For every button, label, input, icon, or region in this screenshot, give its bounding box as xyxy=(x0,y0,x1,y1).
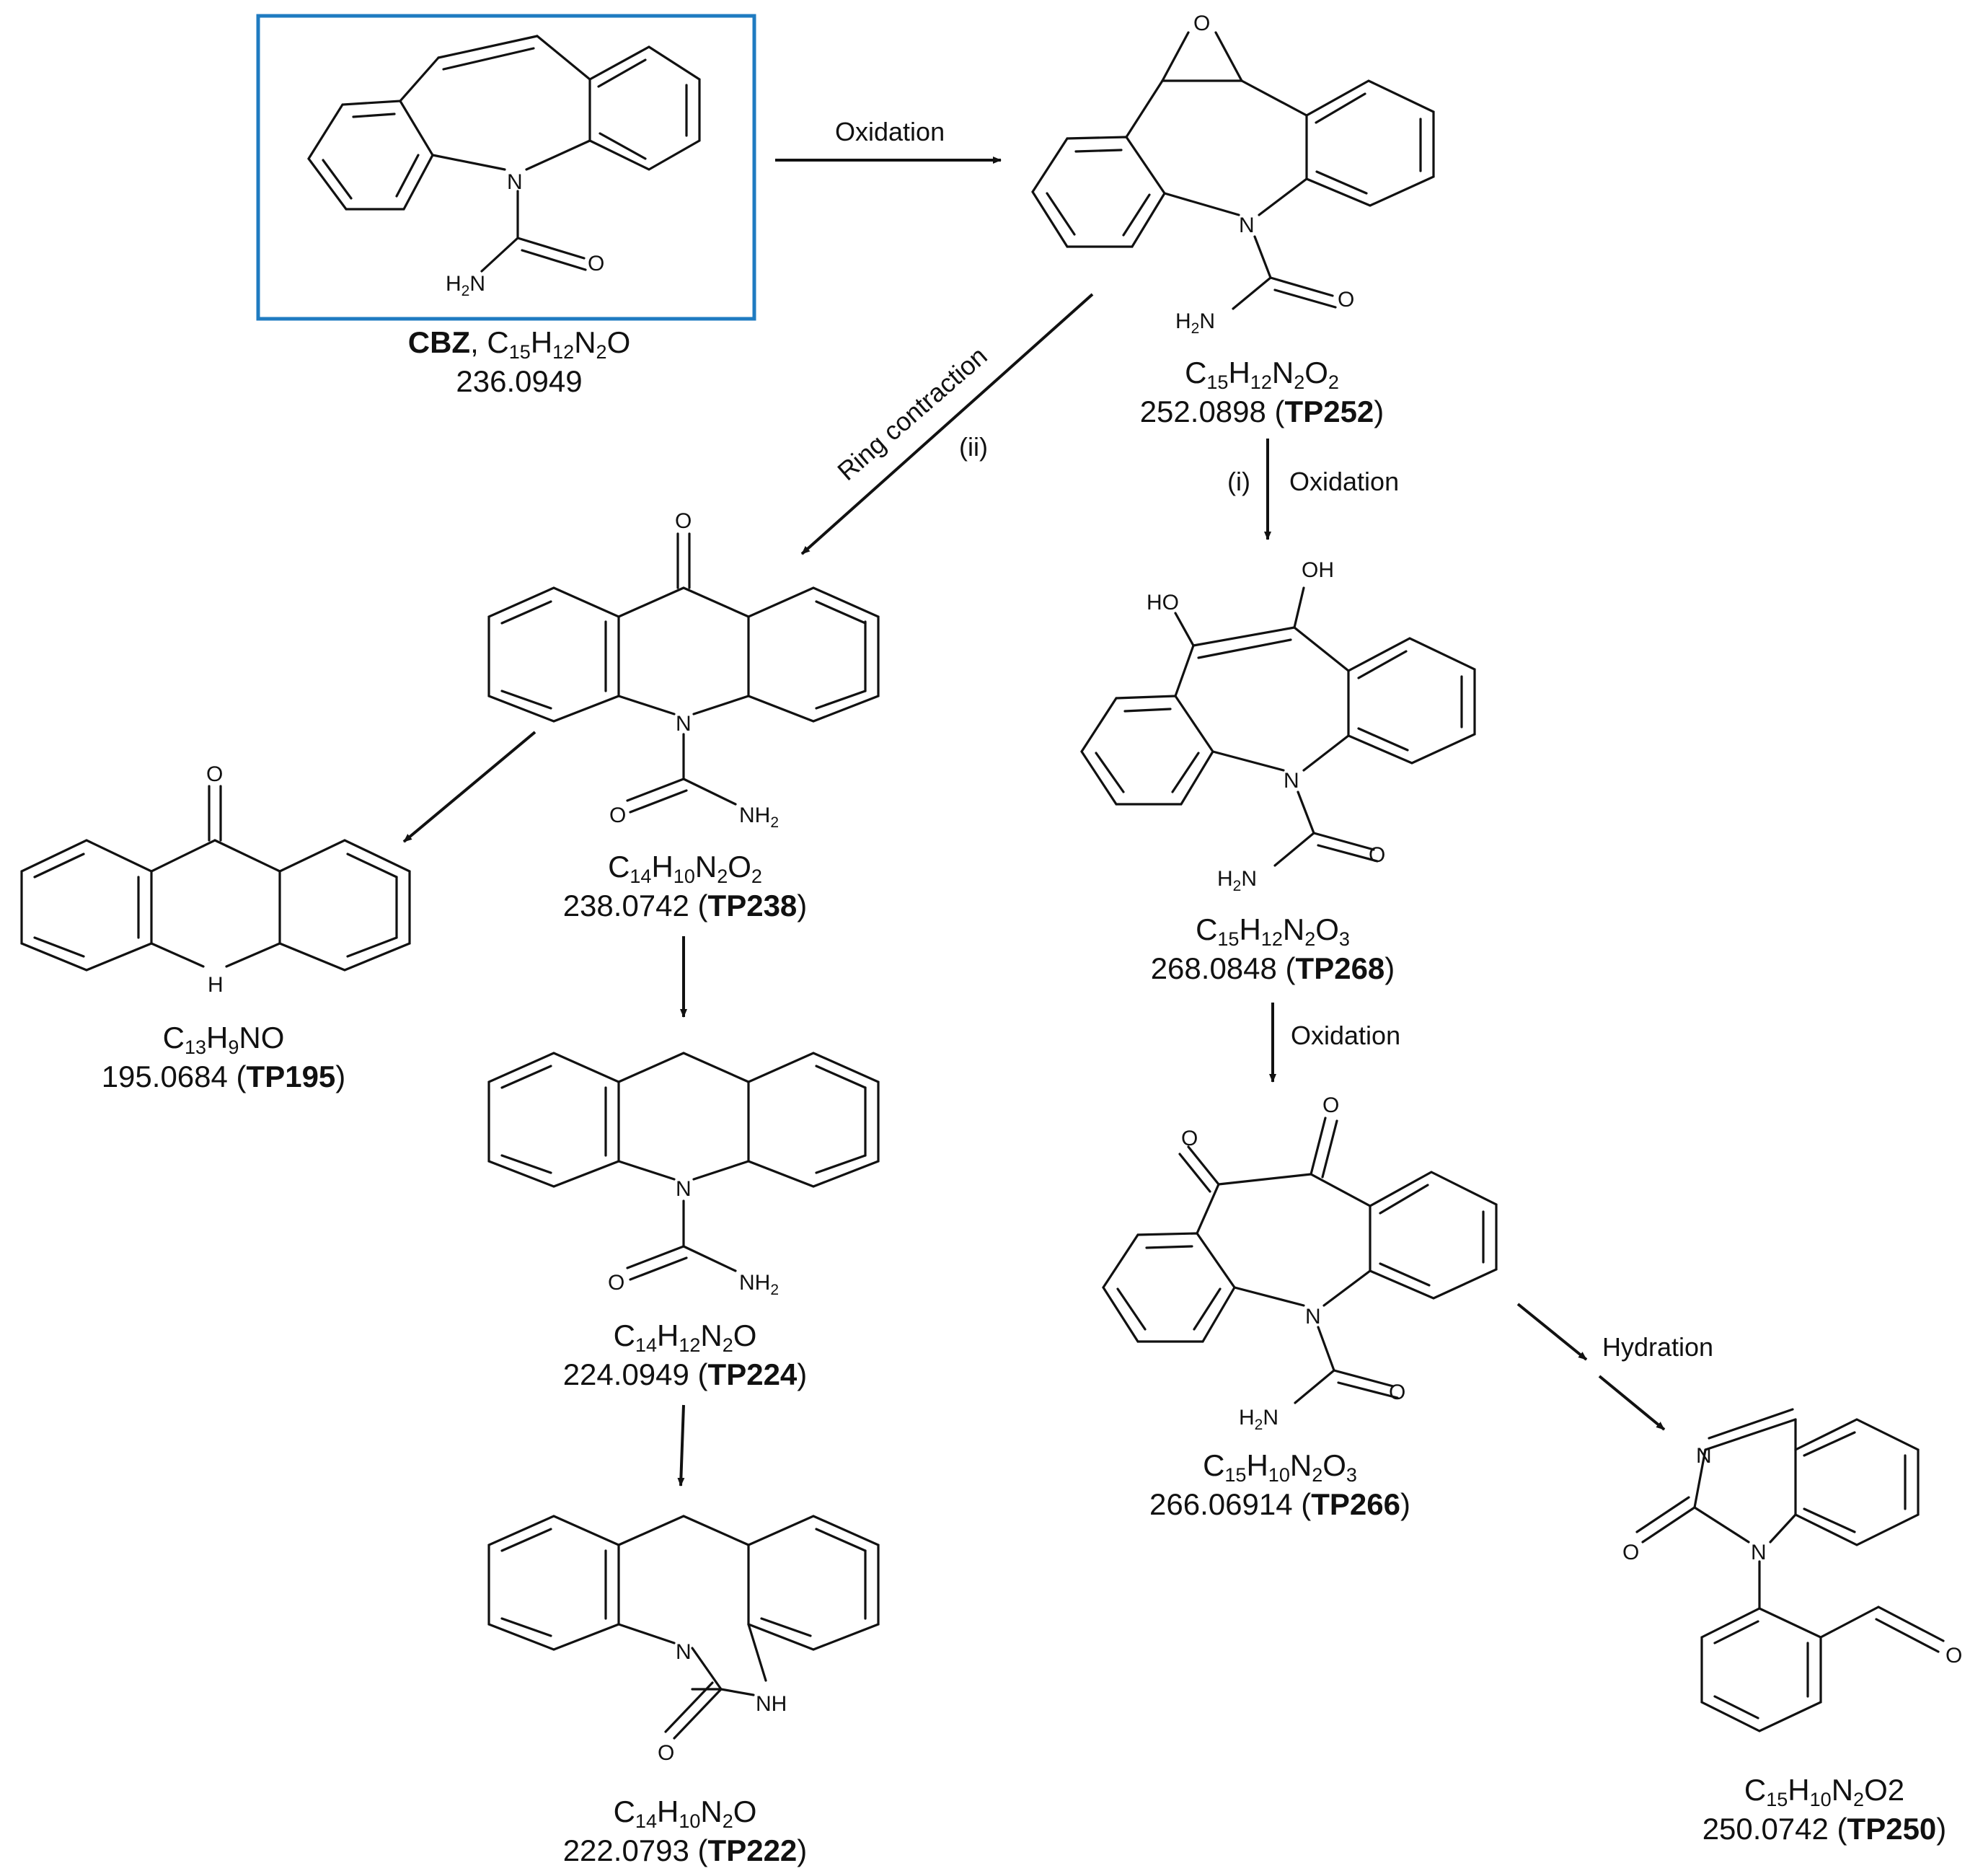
formula-tp268: C15H12N2O3 xyxy=(1196,912,1350,950)
formula-tp252: C15H12N2O2 xyxy=(1185,356,1339,393)
tp238-n-atom: N xyxy=(676,712,692,736)
caption-tp238: C14H10N2O2 238.0742 (TP238) xyxy=(526,847,844,925)
caption-tp266: C15H10N2O3 266.06914 (TP266) xyxy=(1114,1446,1446,1524)
caption-tp268: C15H12N2O3 268.0848 (TP268) xyxy=(1114,910,1431,988)
label-oxidation-1: Oxidation xyxy=(835,117,945,146)
caption-tp250: C15H10N2O2 250.0742 (TP250) xyxy=(1666,1771,1983,1849)
arrow-tp224-to-tp222 xyxy=(677,1404,685,1487)
tp268-h2n-group: H2N xyxy=(1217,867,1257,894)
cbz-o-atom: O xyxy=(588,252,604,276)
tp195-nh-atom: H xyxy=(208,973,224,997)
cbz-h2n-group: H2N xyxy=(446,272,485,299)
tp222-structure xyxy=(487,1515,880,1740)
cbz-n-atom: N xyxy=(507,170,523,194)
tp268-o-atom: O xyxy=(1369,843,1385,867)
mass-tp268: 268.0848 (TP268) xyxy=(1150,951,1395,985)
tp266-o-left: O xyxy=(1181,1127,1198,1150)
label-hydration: Hydration xyxy=(1602,1332,1713,1362)
tp222-o-atom: O xyxy=(658,1741,674,1765)
tp252-n-atom: N xyxy=(1239,213,1255,237)
mass-tp238: 238.0742 (TP238) xyxy=(562,889,808,922)
caption-tp252: C15H12N2O2 252.0898 (TP252) xyxy=(1103,353,1421,431)
tp252-h2n-group: H2N xyxy=(1175,309,1215,337)
tp266-o-right: O xyxy=(1322,1093,1339,1117)
caption-cbz: CBZ, C15H12N2O 236.0949 xyxy=(368,323,671,401)
mass-tp266: 266.06914 (TP266) xyxy=(1149,1487,1410,1521)
mass-tp224: 224.0949 (TP224) xyxy=(562,1357,808,1391)
tp250-n3-atom: N xyxy=(1696,1444,1712,1468)
formula-tp222: C14H10N2O xyxy=(613,1794,757,1832)
formula-tp250: C15H10N2O2 xyxy=(1744,1773,1905,1810)
tp238-amide-o-atom: O xyxy=(609,803,626,827)
cbz-highlight-box xyxy=(256,14,756,321)
tp252-epoxide-o-atom: O xyxy=(1193,12,1210,35)
tp266-o-atom: O xyxy=(1389,1380,1405,1404)
caption-tp224: C14H12N2O 224.0949 (TP224) xyxy=(526,1316,844,1394)
tp195-o-atom: O xyxy=(206,762,223,786)
tp266-structure xyxy=(1102,1117,1498,1404)
label-oxidation-2-tag: (i) xyxy=(1227,467,1250,496)
tp268-structure xyxy=(1080,586,1476,867)
tp250-carbonyl-o-atom: O xyxy=(1622,1541,1639,1564)
tp224-o-atom: O xyxy=(608,1271,624,1295)
mass-tp195: 195.0684 (TP195) xyxy=(101,1060,346,1093)
tp252-o-atom: O xyxy=(1338,288,1354,312)
formula-tp195: C13H9NO xyxy=(162,1021,285,1058)
formula-tp266: C15H10N2O3 xyxy=(1203,1448,1357,1486)
arrow-hydration-to-tp250 xyxy=(1598,1375,1666,1431)
arrow-tp238-to-tp195 xyxy=(402,731,536,843)
tp238-nh2-group: NH2 xyxy=(739,803,779,831)
tp266-n-atom: N xyxy=(1305,1305,1321,1329)
tp222-n-atom: N xyxy=(676,1640,692,1664)
tp250-aldehyde-o-atom: O xyxy=(1946,1644,1962,1668)
tp250-structure xyxy=(1635,1408,1945,1732)
tp268-oh-right: OH xyxy=(1302,558,1334,582)
tp268-n-atom: N xyxy=(1284,769,1299,793)
formula-tp238: C14H10N2O2 xyxy=(608,850,762,887)
caption-tp222: C14H10N2O 222.0793 (TP222) xyxy=(526,1792,844,1870)
formula-cbz: CBZ, C15H12N2O xyxy=(407,325,631,363)
caption-tp195: C13H9NO 195.0684 (TP195) xyxy=(65,1018,382,1096)
tp238-carbonyl-o-atom: O xyxy=(675,509,692,533)
label-ring-contraction: Ring contraction xyxy=(831,340,992,486)
tp268-oh-left: HO xyxy=(1147,591,1179,615)
cbz-structure xyxy=(307,35,701,273)
tp224-n-atom: N xyxy=(676,1177,692,1201)
label-oxidation-3: Oxidation xyxy=(1291,1021,1400,1050)
formula-tp224: C14H12N2O xyxy=(613,1318,757,1356)
tp222-nh-atom: NH xyxy=(756,1692,787,1716)
tp266-h2n-group: H2N xyxy=(1239,1406,1278,1433)
arrow-tp266-to-hydration xyxy=(1516,1303,1588,1361)
mass-tp252: 252.0898 (TP252) xyxy=(1139,395,1384,428)
tp224-nh2-group: NH2 xyxy=(739,1271,779,1298)
label-ring-contraction-tag: (ii) xyxy=(959,432,988,462)
tp195-structure xyxy=(20,785,411,972)
tp238-structure xyxy=(487,532,880,814)
mass-cbz: 236.0949 xyxy=(456,364,583,398)
mass-tp222: 222.0793 (TP222) xyxy=(562,1833,808,1867)
arrow-tp252-to-tp238 xyxy=(800,293,1094,555)
tp224-structure xyxy=(487,1052,880,1281)
mass-tp250: 250.0742 (TP250) xyxy=(1702,1812,1947,1846)
tp250-n1-atom: N xyxy=(1751,1541,1767,1564)
tp252-structure xyxy=(1031,31,1435,310)
label-oxidation-2: Oxidation xyxy=(1289,467,1399,496)
